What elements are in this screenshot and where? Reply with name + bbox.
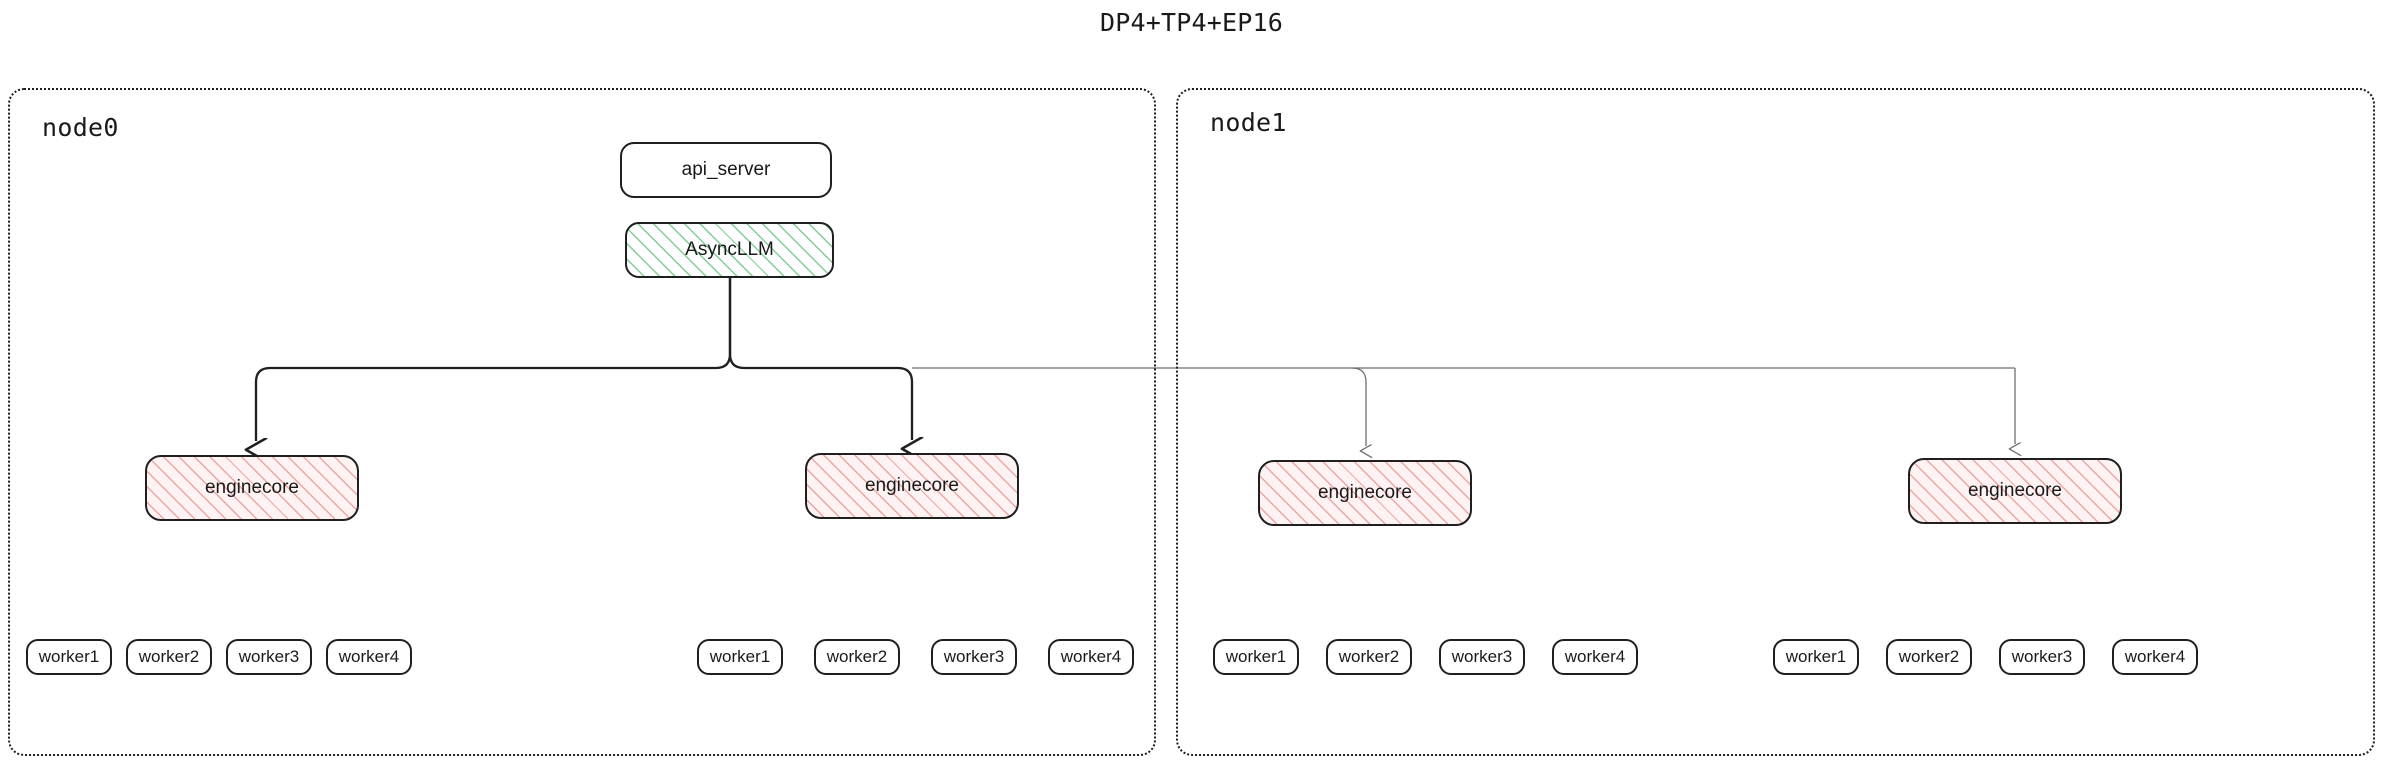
- page-title: DP4+TP4+EP16: [1099, 8, 1283, 37]
- worker-box[interactable]: worker2: [1326, 639, 1412, 675]
- worker-box[interactable]: worker2: [126, 639, 212, 675]
- enginecore-box[interactable]: enginecore: [145, 455, 359, 521]
- worker-box[interactable]: worker1: [1213, 639, 1299, 675]
- worker-box[interactable]: worker4: [1048, 639, 1134, 675]
- worker-box[interactable]: worker1: [26, 639, 112, 675]
- async-llm-box[interactable]: AsyncLLM: [625, 222, 834, 278]
- worker-box[interactable]: worker4: [326, 639, 412, 675]
- worker-label: worker2: [1338, 647, 1400, 666]
- worker-label: worker1: [1785, 647, 1847, 666]
- worker-label: worker1: [1225, 647, 1287, 666]
- worker-label: worker3: [2011, 647, 2073, 666]
- worker-box[interactable]: worker2: [1886, 639, 1972, 675]
- worker-box[interactable]: worker1: [1773, 639, 1859, 675]
- enginecore-box[interactable]: enginecore: [805, 453, 1019, 519]
- worker-box[interactable]: worker3: [1439, 639, 1525, 675]
- worker-label: worker2: [1898, 647, 1960, 666]
- async-llm-label: AsyncLLM: [685, 239, 774, 260]
- worker-box[interactable]: worker4: [1552, 639, 1638, 675]
- worker-label: worker3: [943, 647, 1005, 666]
- worker-box[interactable]: worker4: [2112, 639, 2198, 675]
- worker-box[interactable]: worker3: [931, 639, 1017, 675]
- worker-label: worker1: [709, 647, 771, 666]
- enginecore-box[interactable]: enginecore: [1258, 460, 1472, 526]
- api-server-box[interactable]: api_server: [620, 142, 832, 198]
- node-container-node0: [8, 88, 1156, 756]
- worker-label: worker2: [138, 647, 200, 666]
- node-container-node1: [1176, 88, 2375, 756]
- worker-label: worker1: [38, 647, 100, 666]
- api-server-label: api_server: [681, 159, 771, 180]
- worker-label: worker4: [1060, 647, 1122, 666]
- node-label-node0: node0: [42, 113, 119, 142]
- worker-label: worker3: [1451, 647, 1513, 666]
- worker-label: worker4: [2124, 647, 2186, 666]
- worker-label: worker2: [826, 647, 888, 666]
- enginecore-label: enginecore: [1967, 480, 2063, 501]
- enginecore-label: enginecore: [204, 477, 300, 498]
- worker-box[interactable]: worker3: [1999, 639, 2085, 675]
- enginecore-box[interactable]: enginecore: [1908, 458, 2122, 524]
- worker-label: worker3: [238, 647, 300, 666]
- worker-label: worker4: [1564, 647, 1626, 666]
- worker-box[interactable]: worker3: [226, 639, 312, 675]
- worker-box[interactable]: worker2: [814, 639, 900, 675]
- worker-box[interactable]: worker1: [697, 639, 783, 675]
- enginecore-label: enginecore: [1317, 482, 1413, 503]
- enginecore-label: enginecore: [864, 475, 960, 496]
- node-label-node1: node1: [1210, 108, 1287, 137]
- worker-label: worker4: [338, 647, 400, 666]
